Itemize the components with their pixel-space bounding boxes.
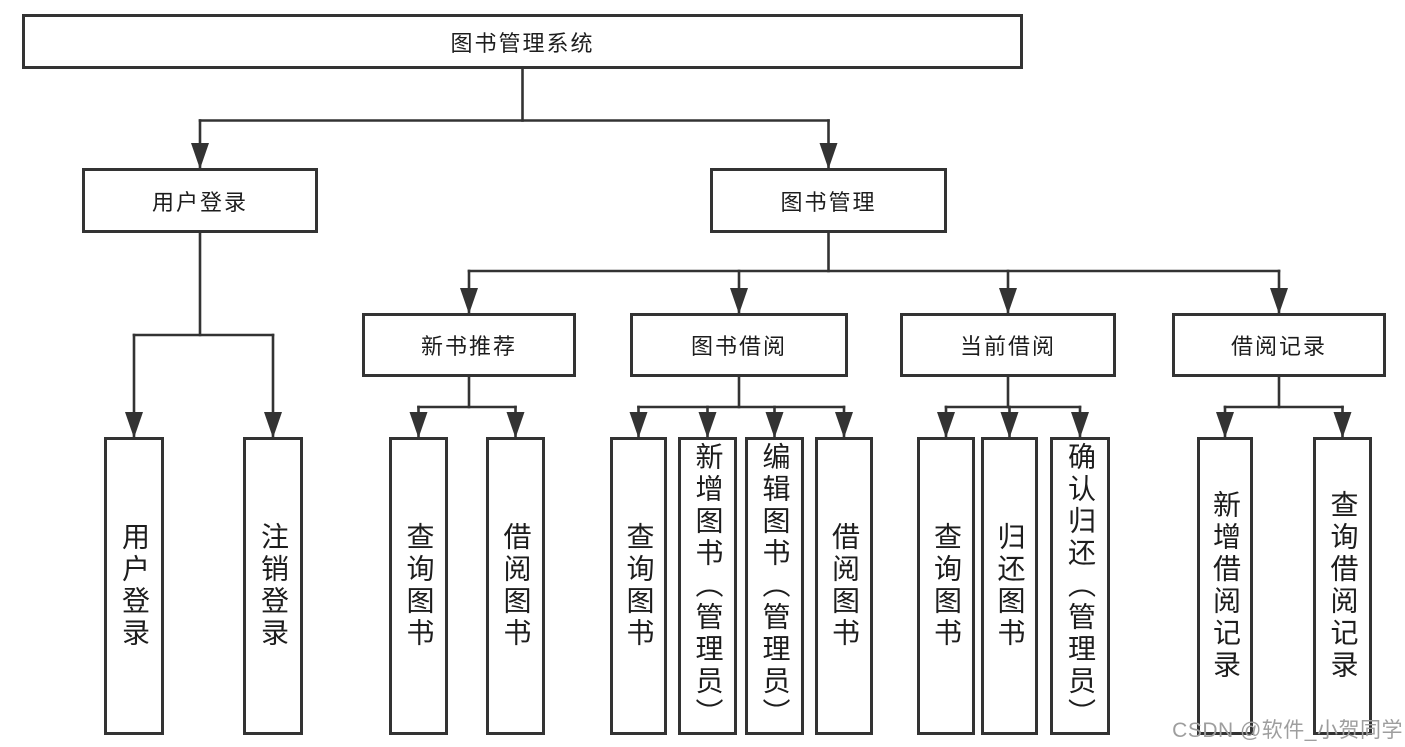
leaf-recommend-borrow-books: 借阅图书 bbox=[486, 437, 545, 735]
leaf-recommend-query-books-label: 查询图书 bbox=[403, 522, 435, 650]
leaf-query-borrow-record-label: 查询借阅记录 bbox=[1327, 490, 1359, 682]
node-book-borrowing: 图书借阅 bbox=[630, 313, 848, 377]
node-current-borrowing-label: 当前借阅 bbox=[959, 334, 1056, 359]
node-user-login: 用户登录 bbox=[82, 168, 318, 233]
leaf-borrowing-query-books: 查询图书 bbox=[610, 437, 667, 735]
leaf-recommend-query-books: 查询图书 bbox=[389, 437, 448, 735]
leaf-user-login: 用户登录 bbox=[104, 437, 164, 735]
node-borrow-records-label: 借阅记录 bbox=[1230, 334, 1327, 359]
node-book-management-label: 图书管理 bbox=[780, 189, 877, 215]
leaf-edit-books-admin: 编辑图书（管理员） bbox=[745, 437, 804, 735]
leaf-confirm-return-admin: 确认归还（管理员） bbox=[1050, 437, 1110, 735]
node-current-borrowing: 当前借阅 bbox=[900, 313, 1116, 377]
leaf-query-borrow-record: 查询借阅记录 bbox=[1313, 437, 1372, 735]
connector-user-login-children bbox=[125, 231, 282, 439]
csdn-watermark: CSDN @软件_小贺同学 bbox=[1172, 719, 1403, 742]
leaf-recommend-borrow-books-label: 借阅图书 bbox=[500, 522, 532, 650]
leaf-borrowing-borrow-books: 借阅图书 bbox=[815, 437, 873, 735]
leaf-logout-login: 注销登录 bbox=[243, 437, 303, 735]
leaf-current-query-books: 查询图书 bbox=[917, 437, 975, 735]
leaf-current-query-books-label: 查询图书 bbox=[931, 522, 962, 650]
leaf-user-login-label: 用户登录 bbox=[119, 522, 150, 650]
connector-book-borrowing-children bbox=[629, 375, 853, 439]
node-library-management-system-label: 图书管理系统 bbox=[450, 30, 595, 56]
node-book-management: 图书管理 bbox=[710, 168, 947, 233]
connector-new-book-recommend-children bbox=[409, 375, 525, 439]
node-user-login-label: 用户登录 bbox=[151, 189, 248, 215]
connector-current-borrowing-children bbox=[937, 375, 1089, 439]
leaf-edit-books-admin-label: 编辑图书（管理员） bbox=[759, 442, 791, 730]
node-book-borrowing-label: 图书借阅 bbox=[690, 334, 787, 359]
connector-book-management-children bbox=[460, 231, 1288, 315]
leaf-add-books-admin: 新增图书（管理员） bbox=[678, 437, 737, 735]
leaf-add-borrow-record: 新增借阅记录 bbox=[1197, 437, 1253, 735]
node-new-book-recommend-label: 新书推荐 bbox=[420, 334, 517, 359]
leaf-add-borrow-record-label: 新增借阅记录 bbox=[1210, 490, 1241, 682]
node-borrow-records: 借阅记录 bbox=[1172, 313, 1386, 377]
leaf-borrowing-borrow-books-label: 借阅图书 bbox=[829, 522, 860, 650]
leaf-logout-login-label: 注销登录 bbox=[258, 522, 289, 650]
leaf-add-books-admin-label: 新增图书（管理员） bbox=[692, 442, 724, 730]
leaf-borrowing-query-books-label: 查询图书 bbox=[623, 522, 655, 650]
leaf-return-books: 归还图书 bbox=[981, 437, 1038, 735]
connector-root-to-level2 bbox=[191, 67, 838, 170]
leaf-return-books-label: 归还图书 bbox=[994, 522, 1026, 650]
node-new-book-recommend: 新书推荐 bbox=[362, 313, 576, 377]
leaf-confirm-return-admin-label: 确认归还（管理员） bbox=[1065, 442, 1096, 730]
node-library-management-system: 图书管理系统 bbox=[22, 14, 1023, 69]
connector-borrow-records-children bbox=[1216, 375, 1352, 439]
